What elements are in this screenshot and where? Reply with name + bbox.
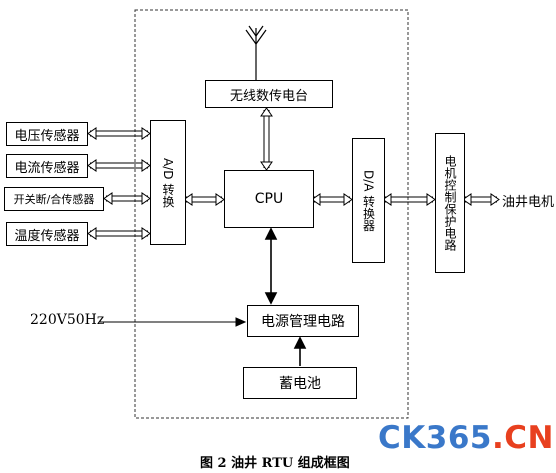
watermark-part-b: .CN (491, 420, 554, 456)
switch-sensor-box: 开关断/合传感器 (4, 187, 104, 211)
temperature-link (87, 227, 151, 240)
antenna-icon (245, 25, 267, 80)
temperature-sensor-label: 温度传感器 (14, 228, 80, 244)
temperature-sensor-box: 温度传感器 (6, 222, 88, 246)
pump-motor-label: 油井电机 (502, 195, 555, 210)
figure-caption: 图 2 油井 RTU 组成框图 (200, 456, 350, 471)
current-link (87, 159, 151, 172)
battery-label: 蓄电池 (279, 376, 321, 392)
radio-label: 无线数传电台 (229, 88, 308, 104)
radio-cpu-link (260, 107, 273, 171)
da-converter-box: D/A 转换器 (352, 138, 385, 263)
voltage-sensor-label: 电压传感器 (14, 128, 80, 144)
ad-converter-box: A/D 转换 (150, 120, 186, 245)
current-sensor-label: 电流传感器 (14, 160, 80, 176)
watermark-part-a: CK365 (378, 420, 492, 456)
cpu-power-link (264, 227, 278, 305)
radio-box: 无线数传电台 (205, 80, 333, 108)
motor-protect-label: 电机控制保护电路 (443, 155, 457, 251)
voltage-link (87, 127, 151, 140)
cpu-box: CPU (224, 170, 314, 228)
da-converter-label: D/A 转换器 (361, 169, 376, 232)
switch-link (103, 192, 151, 205)
ad-cpu-link (183, 193, 225, 206)
ac-power-link (100, 317, 247, 327)
watermark-logo: CK365.CN (378, 420, 554, 456)
current-sensor-box: 电流传感器 (6, 154, 88, 178)
motor-protect-box: 电机控制保护电路 (435, 133, 465, 273)
protect-motor-link (462, 193, 500, 206)
battery-power-link (293, 336, 307, 366)
power-management-box: 电源管理电路 (247, 305, 359, 337)
ad-converter-label: A/D 转换 (161, 157, 175, 208)
switch-sensor-label: 开关断/合传感器 (13, 193, 95, 206)
power-management-label: 电源管理电路 (261, 314, 345, 330)
sensor-ad-links (87, 127, 151, 240)
cpu-da-link (311, 193, 353, 206)
voltage-sensor-box: 电压传感器 (6, 122, 88, 146)
cpu-label: CPU (254, 191, 284, 207)
ac-input-label: 220V50Hz (30, 312, 105, 328)
da-protect-link (382, 193, 436, 206)
rtu-enclosure (134, 9, 409, 419)
battery-box: 蓄电池 (243, 367, 357, 399)
